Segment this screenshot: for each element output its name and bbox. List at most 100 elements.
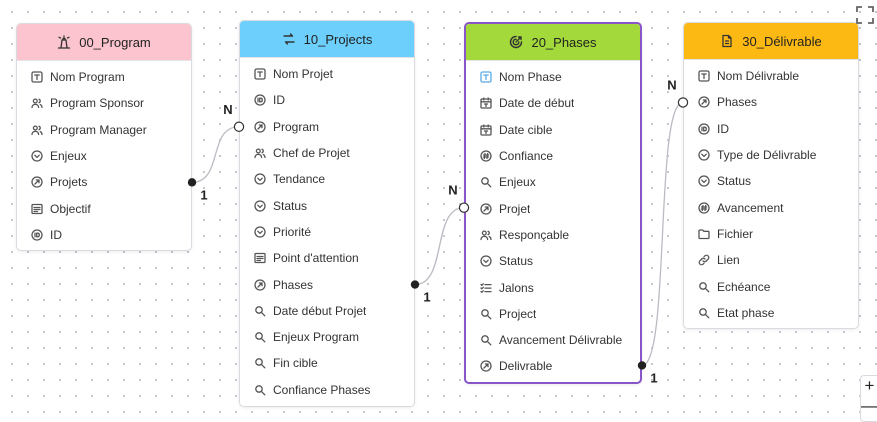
- rollup-icon: [480, 176, 492, 188]
- text-icon: [698, 70, 710, 82]
- field-label: Phases: [273, 277, 314, 292]
- field-row[interactable]: Date début Projet: [240, 298, 414, 324]
- field-label: Fin cible: [273, 356, 318, 371]
- field-label: Projets: [50, 175, 88, 190]
- field-row[interactable]: Enjeux: [17, 143, 191, 169]
- field-label: Nom Program: [50, 70, 125, 85]
- field-row[interactable]: Status: [466, 248, 640, 274]
- relation-connector[interactable]: 1N: [637, 77, 689, 385]
- field-label: Program: [273, 119, 320, 134]
- relation-connector[interactable]: 1N: [187, 102, 245, 203]
- field-row[interactable]: ID: [17, 222, 191, 248]
- field-label: Project: [499, 306, 537, 321]
- field-row[interactable]: Fin cible: [240, 350, 414, 376]
- cardinality-many-label: N: [667, 77, 676, 92]
- field-row[interactable]: Nom Phase: [466, 64, 640, 90]
- relation-line: [414, 207, 465, 286]
- field-row[interactable]: Point d'attention: [240, 245, 414, 271]
- field-row[interactable]: Program Manager: [17, 117, 191, 143]
- link-icon: [698, 254, 710, 266]
- table-header[interactable]: 30_Délivrable: [684, 23, 858, 60]
- field-row[interactable]: Etat phase: [684, 300, 858, 326]
- relation-icon: [254, 121, 266, 133]
- field-label: Fichier: [717, 226, 754, 241]
- field-row[interactable]: Chef de Projet: [240, 140, 414, 166]
- field-row[interactable]: Delivrable: [466, 353, 640, 379]
- field-row[interactable]: Avancement Délivrable: [466, 327, 640, 353]
- field-row[interactable]: Priorité: [240, 219, 414, 245]
- field-label: Lien: [717, 253, 740, 268]
- status-icon: [31, 150, 43, 162]
- table-title: 00_Program: [79, 34, 151, 50]
- field-row[interactable]: Enjeux: [466, 169, 640, 195]
- field-row[interactable]: Projets: [17, 169, 191, 195]
- zoom-out-button[interactable]: —: [861, 396, 877, 415]
- field-label: Nom Phase: [499, 70, 562, 85]
- rollup-icon: [254, 384, 266, 396]
- relation-icon: [480, 360, 492, 373]
- field-row[interactable]: Phases: [240, 271, 414, 297]
- field-row[interactable]: Type de Délivrable: [684, 142, 858, 168]
- field-row[interactable]: Nom Program: [17, 64, 191, 90]
- cardinality-one-label: 1: [423, 290, 430, 305]
- fit-view-icon[interactable]: [856, 6, 874, 24]
- field-label: Enjeux Program: [273, 330, 360, 345]
- field-row[interactable]: Confiance: [466, 143, 640, 169]
- field-row[interactable]: Phases: [684, 89, 858, 115]
- table-title: 10_Projects: [303, 31, 373, 47]
- field-row[interactable]: Status: [684, 168, 858, 194]
- field-row[interactable]: Tendance: [240, 166, 414, 192]
- field-label: Avancement Délivrable: [499, 333, 623, 348]
- status-icon: [480, 255, 492, 267]
- calendar-icon: [480, 97, 492, 110]
- field-row[interactable]: Program: [240, 114, 414, 140]
- field-row[interactable]: Project: [466, 301, 640, 327]
- field-label: Confiance Phases: [273, 382, 371, 397]
- field-row[interactable]: Jalons: [466, 274, 640, 300]
- field-label: Priorité: [273, 224, 312, 239]
- field-row[interactable]: Program Sponsor: [17, 90, 191, 116]
- field-row[interactable]: Nom Projet: [240, 61, 414, 87]
- table-header[interactable]: 00_Program: [17, 24, 191, 61]
- field-row[interactable]: Nom Délivrable: [684, 63, 858, 89]
- field-row[interactable]: Lien: [684, 247, 858, 273]
- rollup-icon: [480, 308, 492, 320]
- field-row[interactable]: Enjeux Program: [240, 324, 414, 350]
- field-row[interactable]: Responçable: [466, 222, 640, 248]
- field-label: Avancement: [717, 200, 784, 215]
- text-icon: [31, 71, 43, 83]
- field-label: Date début Projet: [273, 303, 367, 318]
- zoom-in-button[interactable]: +: [864, 376, 875, 395]
- field-row[interactable]: Status: [240, 192, 414, 218]
- longtext-icon: [31, 203, 43, 215]
- id-icon: [698, 123, 710, 135]
- field-row[interactable]: Projet: [466, 195, 640, 221]
- field-row[interactable]: Date cible: [466, 117, 640, 143]
- field-row[interactable]: Objectif: [17, 195, 191, 221]
- table-header[interactable]: 20_Phases: [466, 24, 640, 61]
- table-header[interactable]: 10_Projects: [240, 21, 414, 58]
- rollup-icon: [254, 305, 266, 317]
- field-label: Tendance: [273, 172, 326, 187]
- relation-connector[interactable]: 1N: [410, 183, 470, 305]
- field-label: Status: [717, 174, 752, 189]
- field-row[interactable]: ID: [684, 116, 858, 142]
- field-row[interactable]: Echéance: [684, 273, 858, 299]
- field-row[interactable]: Confiance Phases: [240, 377, 414, 403]
- field-row[interactable]: Date de début: [466, 90, 640, 116]
- text-icon: [254, 68, 266, 80]
- status-icon: [698, 175, 710, 187]
- field-label: Date de début: [499, 96, 575, 111]
- people-icon: [480, 229, 492, 241]
- field-label: Chef de Projet: [273, 146, 350, 161]
- field-label: ID: [717, 121, 729, 136]
- field-row[interactable]: ID: [240, 87, 414, 113]
- relation-line: [641, 101, 684, 367]
- field-row[interactable]: Avancement: [684, 194, 858, 220]
- field-row[interactable]: Fichier: [684, 221, 858, 247]
